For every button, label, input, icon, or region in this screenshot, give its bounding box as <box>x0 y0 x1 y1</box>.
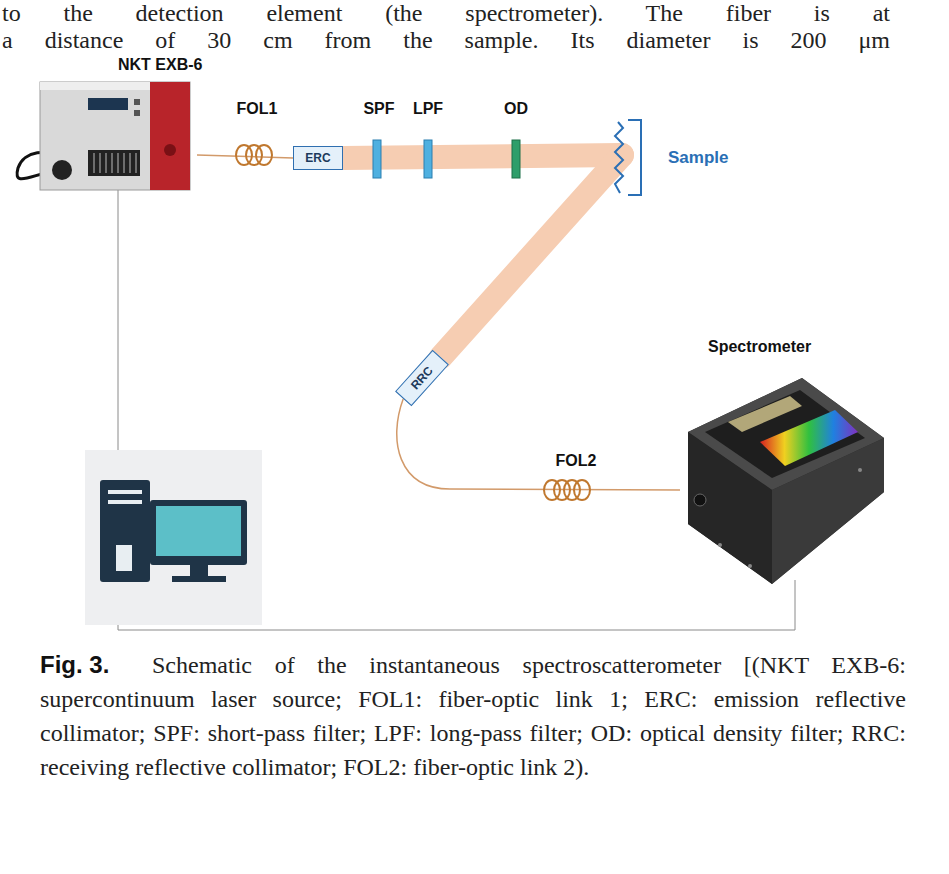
fiber-coil-part <box>574 480 590 500</box>
laser-source-part <box>134 110 140 116</box>
computer-icon-part <box>172 576 226 582</box>
filter-label: SPF <box>363 100 394 118</box>
optical-fiber <box>197 155 293 158</box>
body-text-line: a distance of 30 cm from the sample. Its… <box>2 27 890 54</box>
optical-filter-part <box>512 140 520 178</box>
spectrometer-body-part <box>705 390 865 478</box>
laser-source <box>17 82 190 190</box>
computer-icon-part <box>108 490 142 494</box>
sample-surface-part <box>615 122 623 193</box>
computer-icon-part <box>108 500 142 504</box>
fiber-coil <box>236 145 590 500</box>
laser-source-part <box>40 82 190 190</box>
computer-icon <box>85 450 262 625</box>
sample-surface-part <box>628 120 641 195</box>
computer-icon-part <box>85 450 262 625</box>
spectrometer-body-part <box>728 396 802 432</box>
fiber-label: FOL1 <box>237 100 278 118</box>
collimator-box: RRC <box>395 350 449 406</box>
spectrometer-body-part <box>748 564 752 568</box>
laser-source-node: NKT EXB-6 <box>15 44 197 192</box>
optical-filter-part <box>373 140 381 178</box>
body-text-line: to the detection element (the spectromet… <box>2 0 890 27</box>
light-beam <box>441 155 622 357</box>
spectrometer-body-part <box>718 543 722 547</box>
optical-filter-part <box>424 140 432 178</box>
node-label: NKT EXB-6 <box>118 56 202 74</box>
computer-icon-part <box>190 565 208 577</box>
laser-source-part-part <box>93 153 95 173</box>
node-label: RRC <box>408 364 436 393</box>
laser-source-part <box>150 82 190 190</box>
laser-source-part-part <box>99 153 101 173</box>
laser-source-part <box>88 98 128 110</box>
fiber-label: FOL2 <box>556 452 597 470</box>
filter-label: OD <box>504 100 528 118</box>
control-wire <box>118 190 795 630</box>
figure-number: Fig. 3. <box>40 648 109 682</box>
node-label: ERC <box>305 151 330 165</box>
laser-source-part <box>164 144 176 156</box>
spectrometer-body-part <box>858 468 862 472</box>
computer-icon-part <box>150 500 247 565</box>
spectrometer-body-part <box>760 410 858 466</box>
laser-source-part <box>94 153 136 173</box>
spectrometer-body-part <box>688 378 884 584</box>
laser-source-part-part <box>105 153 107 173</box>
light-beam <box>343 155 622 158</box>
optical-fiber <box>397 399 680 490</box>
figure-caption: Schematic of the instantaneous spectrosc… <box>40 648 906 784</box>
laser-source-part <box>52 160 72 180</box>
computer-icon-part <box>156 506 241 556</box>
laser-source-part-part <box>135 153 137 173</box>
laser-source-part-part <box>129 153 131 173</box>
laser-source-part-part <box>123 153 125 173</box>
computer-icon-part <box>100 480 150 582</box>
optical-filter <box>373 140 520 178</box>
control-wire-part <box>118 190 795 630</box>
sample-surface <box>615 120 641 195</box>
laser-source-part <box>134 99 140 105</box>
sample-node: Sample <box>622 118 752 198</box>
filter-label: LPF <box>413 100 443 118</box>
node-label: Spectrometer <box>708 338 811 356</box>
node-label: Sample <box>668 148 728 168</box>
collimator-box: ERC <box>293 146 343 170</box>
computer-icon-part <box>116 545 132 571</box>
laser-source-part-part <box>111 153 113 173</box>
spectrometer-body <box>688 378 884 584</box>
laser-source-part-part <box>117 153 119 173</box>
spectrometer-body-part <box>694 494 706 506</box>
fiber-coil-part <box>256 145 272 165</box>
laser-source-part <box>88 150 140 176</box>
spectrometer-node: Spectrometer <box>680 336 885 586</box>
